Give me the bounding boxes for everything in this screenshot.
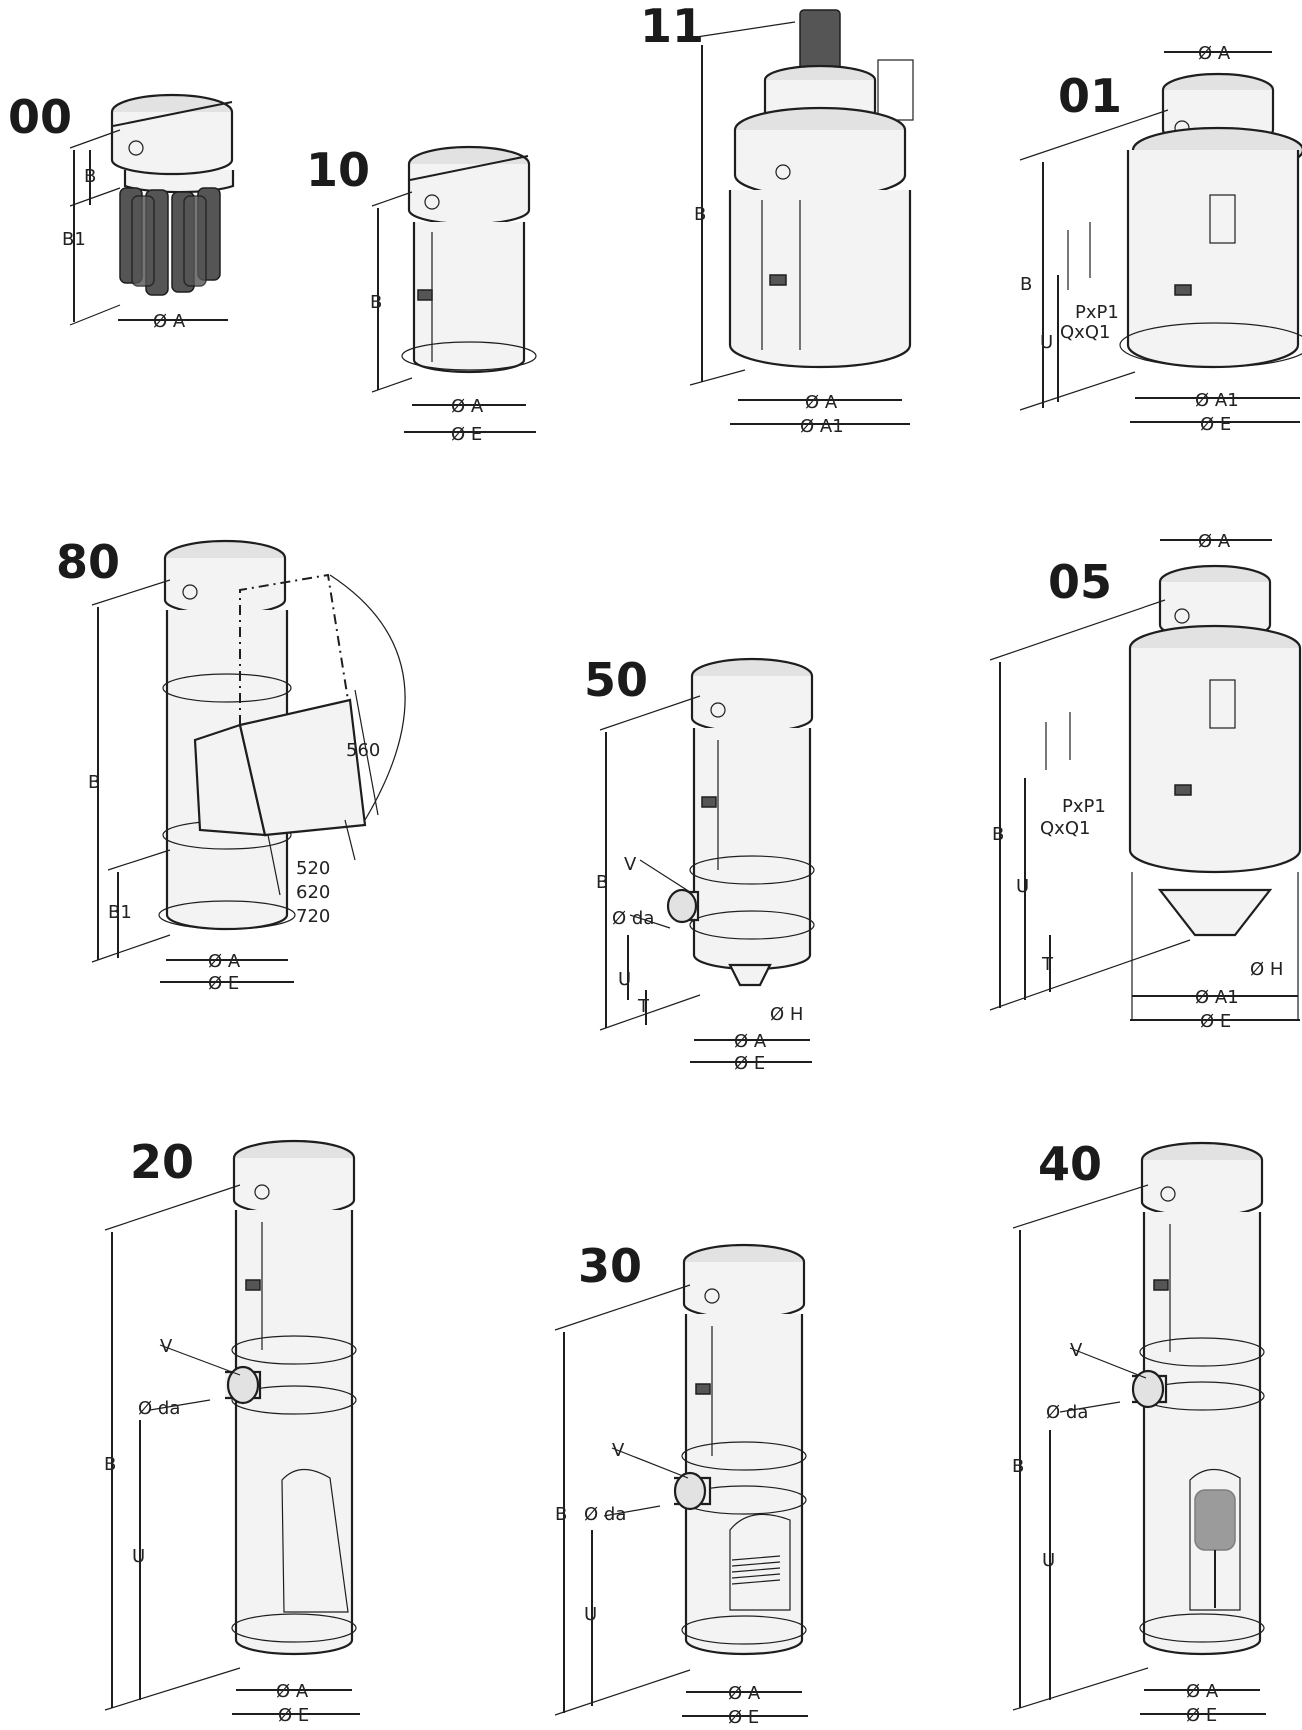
model-80-drawing: 80 560 520 620 720 B B1 Ø A Ø E: [56, 535, 406, 994]
dim-label: Ø A: [208, 951, 241, 972]
dim-label: Ø da: [584, 1504, 626, 1525]
dim-label: Ø A: [1186, 1681, 1219, 1702]
model-code: 10: [306, 143, 370, 197]
dim-label: Ø da: [1046, 1402, 1088, 1423]
dim-label: B: [1020, 274, 1032, 295]
dim-label: Ø A: [728, 1683, 761, 1704]
dim-label: B: [88, 772, 100, 793]
dim-label: QxQ1: [1040, 818, 1090, 839]
model-code: 05: [1048, 555, 1112, 609]
dim-label: U: [1040, 332, 1053, 353]
dim-label: 620: [296, 882, 330, 903]
dim-label: B: [555, 1504, 567, 1525]
dim-label: Ø E: [1200, 414, 1231, 435]
dim-label: Ø A: [1198, 531, 1231, 552]
dim-label: B: [1012, 1456, 1024, 1477]
model-code: 11: [640, 0, 704, 53]
dim-label: Ø E: [278, 1705, 309, 1726]
dim-label: B1: [108, 902, 132, 923]
dim-label: Ø A: [276, 1681, 309, 1702]
dim-label: T: [637, 996, 650, 1017]
dim-label: Ø H: [1250, 959, 1283, 980]
dim-label: B: [104, 1454, 116, 1475]
internal-spring: [731, 1555, 781, 1585]
dim-label: B: [596, 872, 608, 893]
dim-label: Ø E: [208, 973, 239, 994]
dim-label: Ø da: [612, 908, 654, 929]
dim-label: U: [132, 1546, 145, 1567]
dim-label: Ø da: [138, 1398, 180, 1419]
model-40-drawing: 40 B V Ø da U Ø A Ø E: [1012, 1137, 1266, 1726]
dim-label: V: [1070, 1340, 1083, 1361]
dim-label: Ø A: [734, 1031, 767, 1052]
model-50-drawing: 50 B V Ø da U T Ø H Ø A Ø E: [584, 653, 815, 1074]
dim-label: Ø H: [770, 1004, 803, 1025]
dim-label: QxQ1: [1060, 322, 1110, 343]
dim-label: U: [1042, 1550, 1055, 1571]
model-30-drawing: 30 B V Ø da U Ø A Ø E: [554, 1239, 808, 1728]
dim-label: Ø E: [451, 424, 482, 445]
model-00-drawing: 00 B B1 Ø A: [8, 90, 235, 332]
model-code: 20: [130, 1135, 194, 1189]
model-code: 30: [578, 1239, 642, 1293]
model-code: 50: [584, 653, 648, 707]
dim-label: Ø A: [451, 396, 484, 417]
filter-cartridges: [119, 187, 221, 296]
model-01-drawing: 01 Ø A B U PxP1 QxQ1 Ø A1 Ø E: [1019, 43, 1302, 435]
dim-label: Ø E: [728, 1707, 759, 1728]
dim-label: B1: [62, 229, 86, 250]
dim-label: Ø A: [1198, 43, 1231, 64]
dim-label: 560: [346, 740, 380, 761]
model-code: 00: [8, 90, 72, 144]
dim-label: Ø E: [1186, 1705, 1217, 1726]
dim-label: Ø A1: [1195, 390, 1239, 411]
dim-label: U: [618, 969, 631, 990]
dim-label: U: [584, 1604, 597, 1625]
dim-label: PxP1: [1062, 796, 1106, 817]
dim-label: V: [612, 1440, 625, 1461]
dim-label: T: [1041, 954, 1054, 975]
dim-label: V: [160, 1336, 173, 1357]
dim-label: B: [370, 292, 382, 313]
dim-label: PxP1: [1075, 302, 1119, 323]
model-code: 80: [56, 535, 120, 589]
dim-label: Ø E: [1200, 1011, 1231, 1032]
dim-label: V: [624, 854, 637, 875]
dim-label: 720: [296, 906, 330, 927]
model-code: 01: [1058, 69, 1122, 123]
model-20-drawing: 20 B V Ø da U Ø A Ø E: [104, 1135, 360, 1726]
dim-label: B: [694, 204, 706, 225]
dim-label: B: [992, 824, 1004, 845]
model-11-drawing: 11 B Ø A Ø A1: [640, 0, 914, 437]
dim-label: Ø A1: [1195, 987, 1239, 1008]
dim-label: 520: [296, 858, 330, 879]
model-code: 40: [1038, 1137, 1102, 1191]
dim-label: Ø E: [734, 1053, 765, 1074]
dim-label: Ø A: [805, 392, 838, 413]
dim-label: Ø A1: [800, 416, 844, 437]
dim-label: U: [1016, 876, 1029, 897]
model-10-drawing: 10 B Ø A Ø E: [306, 143, 537, 445]
dim-label: Ø A: [153, 311, 186, 332]
model-05-drawing: 05 Ø A B PxP1 QxQ1 U T Ø H Ø A1 Ø E: [989, 531, 1302, 1032]
dim-label: B: [84, 166, 96, 187]
